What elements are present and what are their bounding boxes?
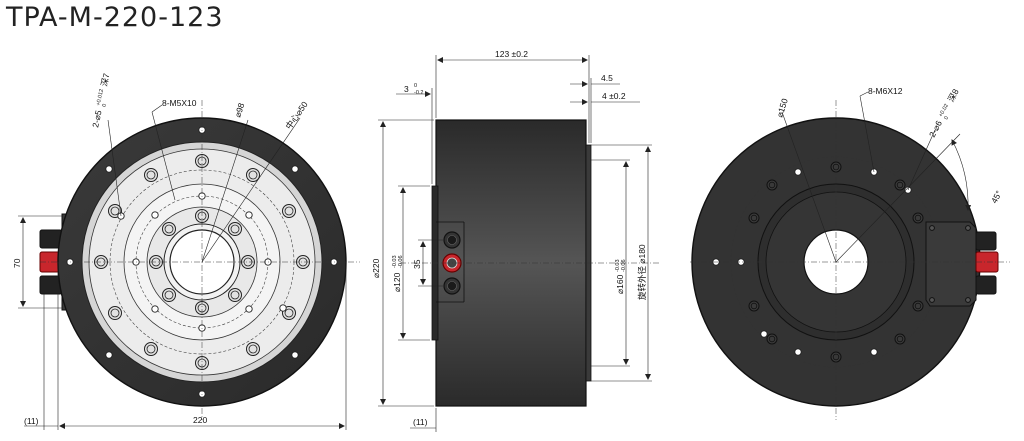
label-8m6x12: 8-M6X12 bbox=[868, 86, 903, 96]
dim-phi120-tol-dn: -0.06 bbox=[398, 255, 404, 268]
label-8m5x10: 8-M5X10 bbox=[162, 98, 197, 108]
dim-phi120: ⌀120 bbox=[392, 272, 402, 292]
label-2phi5-tol-dn: 0 bbox=[102, 103, 109, 107]
front-view: 8-M5X10 2-⌀5 +0.012 0 深7 ⌀98 中心⌀50 220 (… bbox=[12, 72, 360, 430]
label-2phi5-tol-up: +0.012 bbox=[96, 88, 105, 106]
dim-rotation-phi180: 旋转外径 ⌀180 bbox=[637, 244, 647, 300]
dim-3-tol-dn: -0.2 bbox=[414, 90, 423, 96]
label-2phi5-depth: 深7 bbox=[99, 72, 112, 87]
label-phi98: ⌀98 bbox=[232, 101, 246, 118]
dim-70: 70 bbox=[12, 258, 22, 268]
dim-3-tol-up: 0 bbox=[414, 83, 417, 89]
dim-phi160: ⌀160 bbox=[615, 274, 625, 294]
dim-4: 4 ±0.2 bbox=[602, 91, 626, 101]
label-2phi6-tol-up: +0.02 bbox=[938, 103, 950, 118]
label-phi150: ⌀150 bbox=[774, 97, 790, 119]
dim-123: 123 ±0.2 bbox=[495, 49, 528, 59]
label-2phi6: 2-⌀6 bbox=[927, 119, 944, 139]
dim-11-front: (11) bbox=[24, 416, 39, 426]
label-45-deg: 45° bbox=[989, 189, 1004, 205]
dim-35: 35 bbox=[412, 259, 422, 269]
drawing-title: TPA-M-220-123 bbox=[6, 2, 224, 33]
dim-phi160-tol-up: -0.03 bbox=[615, 259, 621, 272]
dim-220-width: 220 bbox=[193, 415, 207, 425]
dim-4-5: 4.5 bbox=[601, 73, 613, 83]
dim-phi120-tol-up: -0.03 bbox=[392, 255, 398, 268]
side-view: 123 ±0.2 3 0 -0.2 4.5 4 ±0.2 ⌀220 ⌀120 -… bbox=[371, 49, 660, 432]
dim-3: 3 bbox=[404, 84, 409, 94]
rear-view: ⌀150 8-M6X12 2-⌀6 +0.02 0 深8 45° bbox=[690, 86, 1010, 420]
dim-11-side: (11) bbox=[413, 417, 428, 427]
label-2phi6-depth: 深8 bbox=[946, 87, 961, 104]
dim-phi160-tol-dn: -0.06 bbox=[621, 259, 627, 272]
label-2phi6-tol-dn: 0 bbox=[943, 115, 950, 121]
encoder-cover bbox=[925, 221, 977, 307]
dim-phi220: ⌀220 bbox=[371, 258, 381, 278]
label-center-phi50: 中心⌀50 bbox=[283, 99, 309, 131]
label-2phi5: 2-⌀5 bbox=[90, 109, 103, 128]
